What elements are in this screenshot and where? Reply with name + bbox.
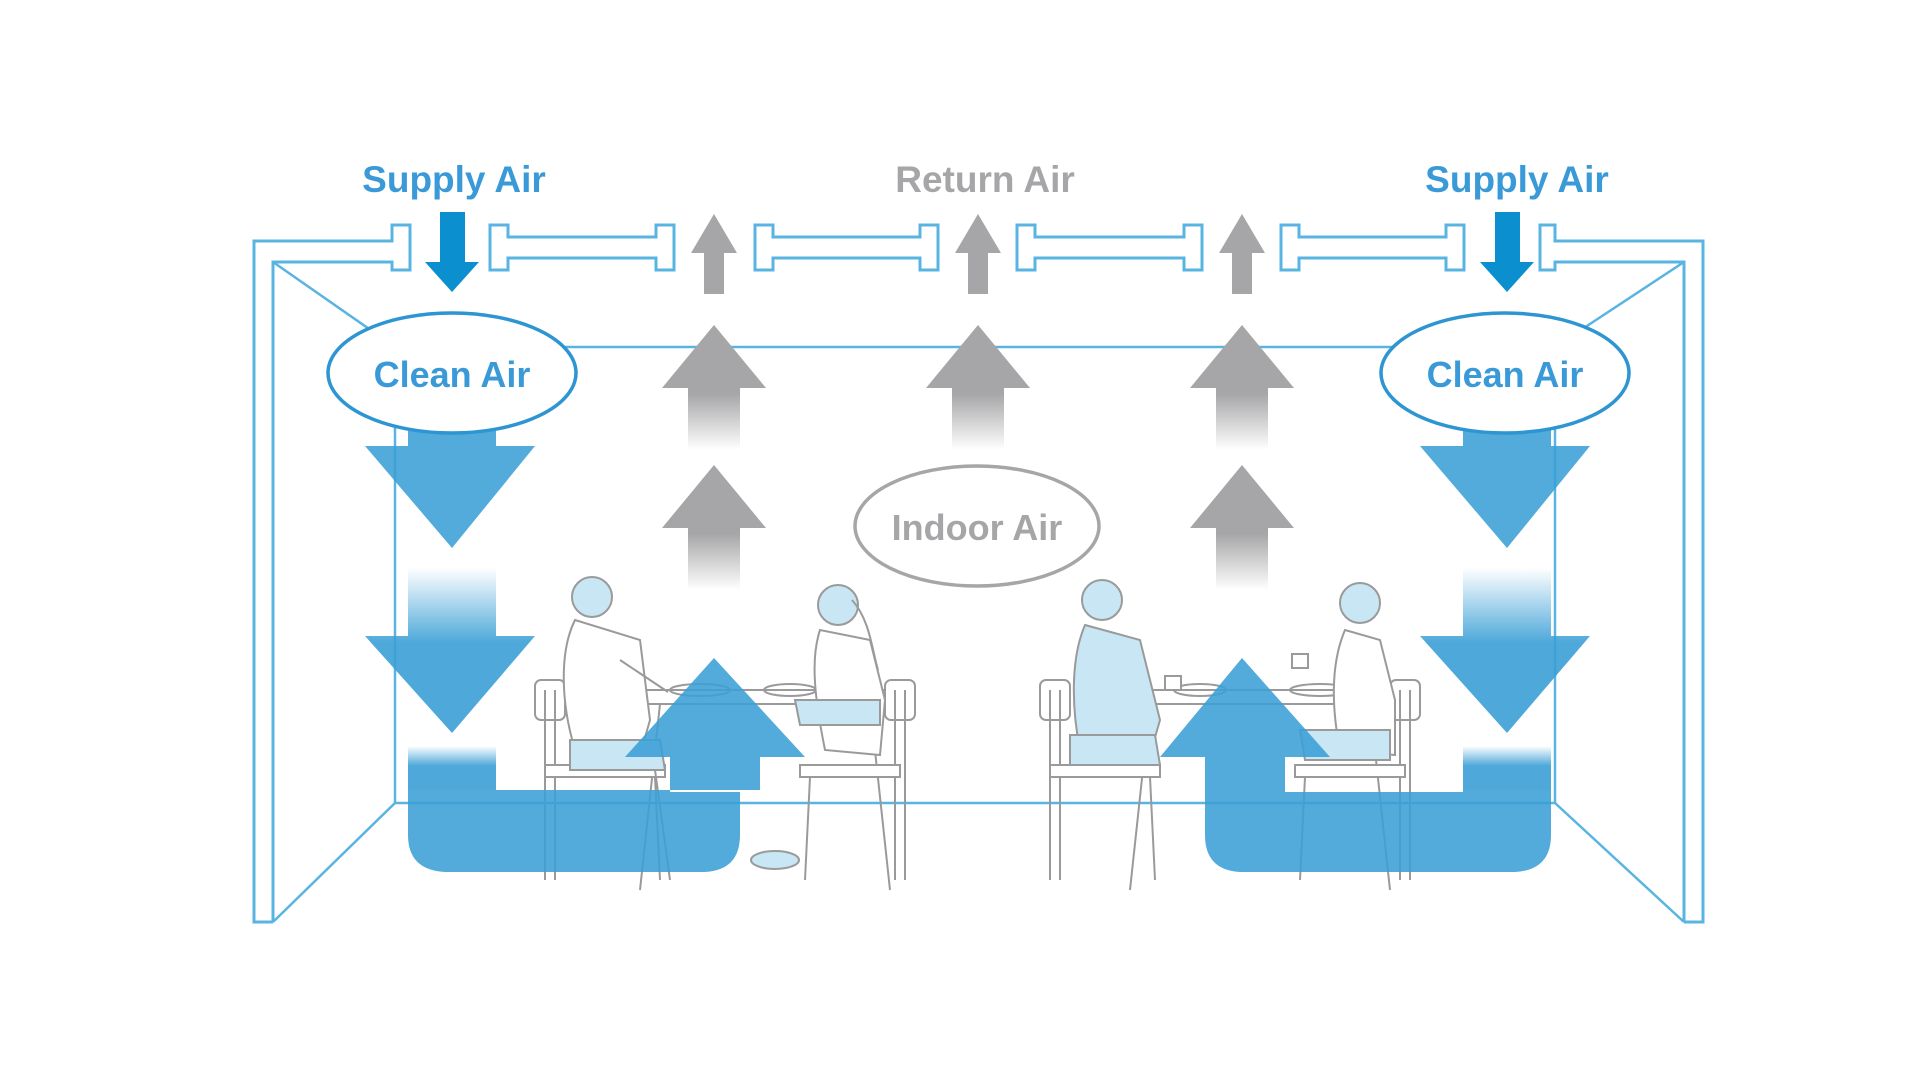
- u-turn-flow: [408, 746, 496, 790]
- duct-segment: [1279, 223, 1466, 272]
- duct-segment: [488, 223, 676, 272]
- person-woman-left: [750, 584, 887, 870]
- outer-frame-left: [252, 239, 387, 924]
- clean-air-flow-left: [365, 422, 805, 872]
- indoor-up-arrow-icon: [662, 325, 766, 450]
- return-arrow-icon: [1219, 214, 1265, 294]
- clean-air-flow-right: [1160, 422, 1590, 872]
- duct-segment: [1015, 223, 1204, 272]
- indoor-up-arrow-icon: [1190, 465, 1294, 590]
- indoor-air-label: Indoor Air: [853, 464, 1101, 588]
- supply-air-label-right: Supply Air: [1425, 159, 1609, 200]
- clean-air-label-left: Clean Air: [326, 311, 578, 435]
- return-arrow-icon: [955, 214, 1001, 294]
- indoor-air-text: Indoor Air: [892, 507, 1063, 548]
- supply-arrow-right-icon: [1480, 212, 1534, 292]
- return-arrows-ceiling: [691, 214, 1265, 294]
- down-arrow-icon: [365, 422, 535, 548]
- u-turn-flow: [1463, 746, 1551, 790]
- outer-frame-right: [1560, 239, 1705, 924]
- duct-segment: [387, 223, 412, 272]
- chair-left-2: [799, 679, 916, 881]
- down-arrow-icon: [365, 568, 535, 733]
- supply-air-label-left: Supply Air: [362, 159, 546, 200]
- u-turn-flow: [1160, 658, 1551, 872]
- supply-arrow-left-icon: [425, 212, 479, 292]
- person-man-right: [1069, 579, 1182, 766]
- perspective-line: [272, 802, 396, 923]
- perspective-line: [1554, 802, 1685, 923]
- down-arrow-icon: [1420, 422, 1590, 548]
- clean-air-text-left: Clean Air: [374, 354, 531, 395]
- return-arrow-icon: [691, 214, 737, 294]
- duct-segment: [753, 223, 940, 272]
- down-arrow-icon: [1420, 568, 1590, 733]
- clean-air-label-right: Clean Air: [1379, 311, 1631, 435]
- indoor-up-arrow-icon: [1190, 325, 1294, 450]
- indoor-return-arrows: [662, 325, 1294, 590]
- clean-air-text-right: Clean Air: [1427, 354, 1584, 395]
- duct-segment: [1538, 223, 1560, 272]
- supply-arrows: [425, 212, 1534, 292]
- room-frame: [252, 239, 1705, 924]
- ceiling-ducts: [387, 223, 1560, 272]
- u-turn-flow: [408, 658, 805, 872]
- indoor-up-arrow-icon: [662, 465, 766, 590]
- indoor-up-arrow-icon: [926, 325, 1030, 450]
- return-air-label: Return Air: [895, 159, 1075, 200]
